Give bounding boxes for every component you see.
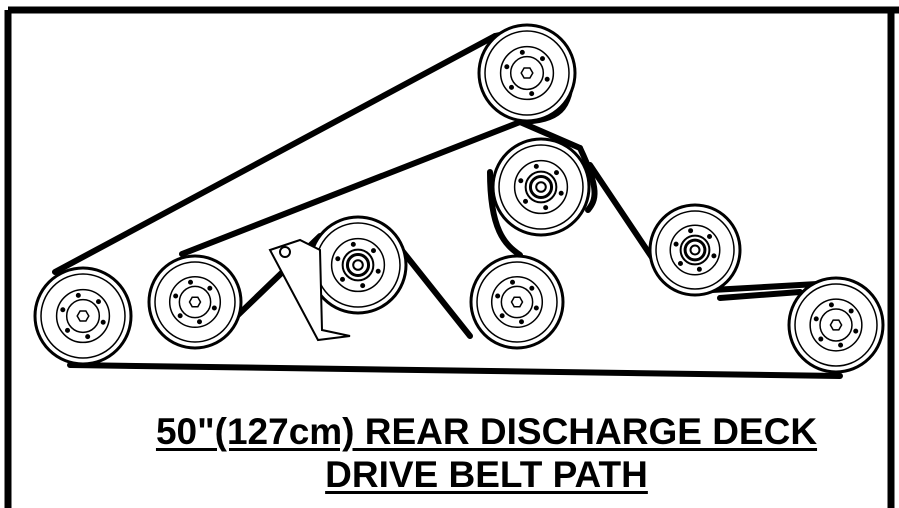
pulley-far-left [33, 266, 133, 366]
caption-line-1: 50"(127cm) REAR DISCHARGE DECK [155, 411, 818, 452]
pulley-center-right [648, 203, 742, 297]
pulley-center-left [308, 215, 408, 315]
pulley-center [469, 254, 565, 350]
pulley-far-right [787, 276, 885, 374]
pulley-left [147, 254, 243, 350]
idler-bracket [268, 238, 351, 342]
pulley-top [477, 23, 577, 123]
pulley-center-upper [491, 137, 591, 237]
pulley-group [33, 23, 885, 374]
caption-line-2: DRIVE BELT PATH [325, 454, 648, 495]
diagram-border [4, 6, 899, 508]
